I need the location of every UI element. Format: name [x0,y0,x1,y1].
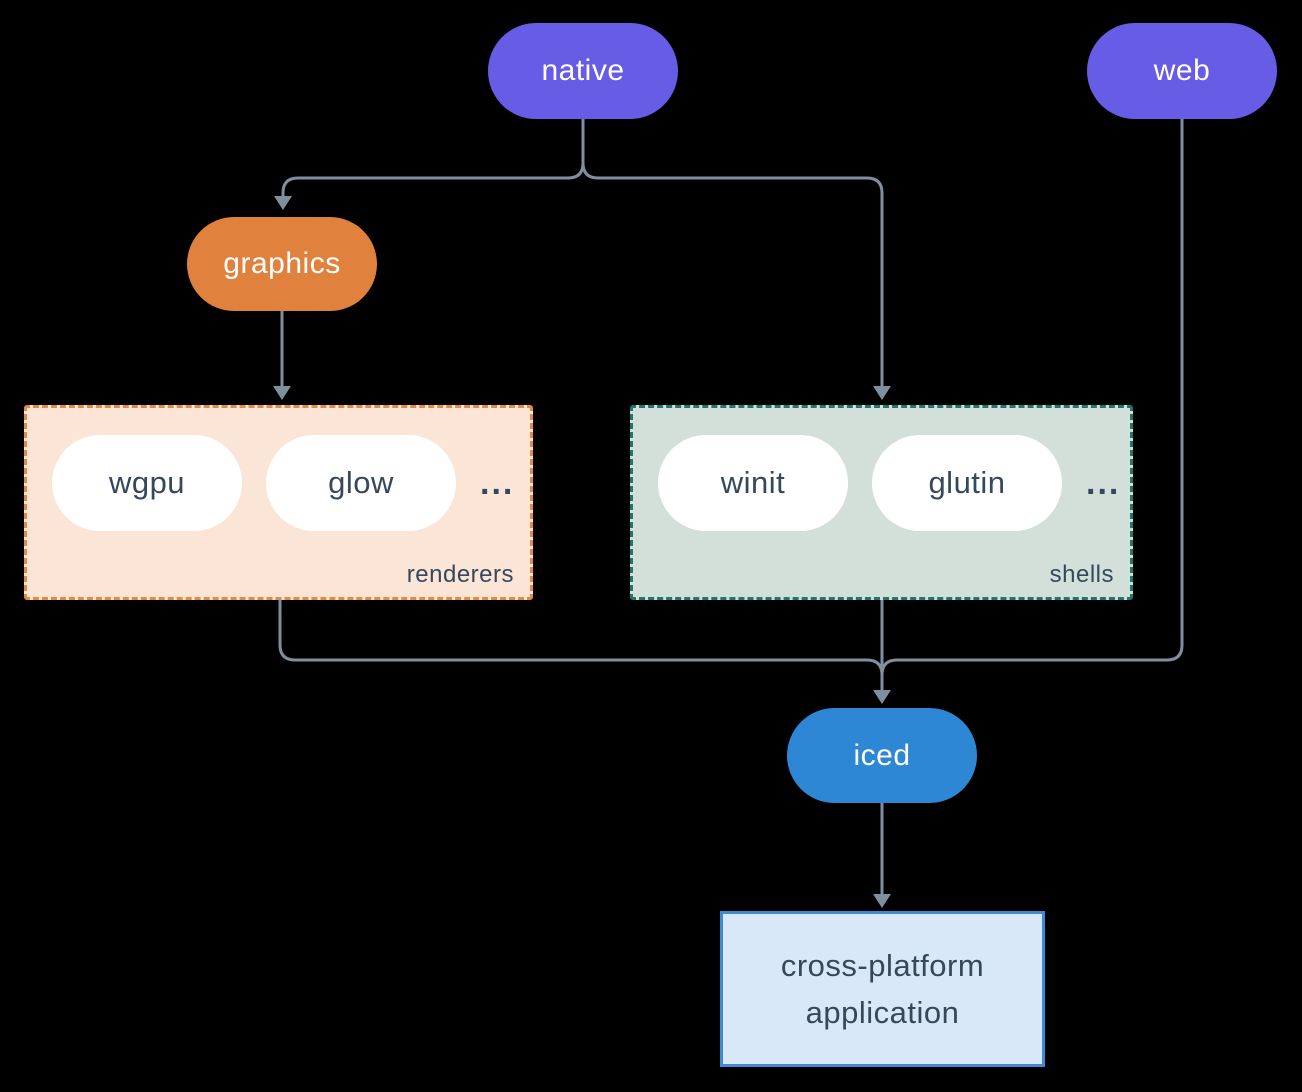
shells-ellipsis: ... [1086,463,1121,502]
node-glutin: glutin [872,435,1062,531]
node-glow: glow [266,435,456,531]
arrowhead-shells [873,386,891,400]
node-native: native [488,23,678,119]
shells-group-label: shells [1049,561,1114,588]
edge-renderers-to-iced [278,600,884,676]
arrowhead-graphics [274,196,292,210]
group-renderers: wgpu glow ... renderers [24,405,533,600]
node-native-label: native [541,54,625,87]
edge-native-to-graphics [281,119,585,196]
edge-native-to-shells [581,119,884,386]
node-cross-platform-application-label: cross-platform application [780,948,985,1030]
node-wgpu-label: wgpu [108,465,186,500]
node-web-label: web [1153,54,1211,87]
node-graphics: graphics [187,217,377,311]
node-winit: winit [658,435,848,531]
renderers-group-label: renderers [406,561,514,588]
node-wgpu: wgpu [52,435,242,531]
node-glow-label: glow [328,465,394,500]
node-glutin-label: glutin [928,465,1006,500]
group-shells: winit glutin ... shells [630,405,1133,600]
node-iced-label: iced [853,738,911,772]
renderers-ellipsis: ... [480,463,515,502]
arrowhead-application [873,894,891,908]
node-cross-platform-application: cross-platform application [720,911,1045,1067]
node-iced: iced [787,708,977,803]
arrowhead-iced [873,690,891,704]
node-web: web [1087,23,1277,119]
node-winit-label: winit [720,465,786,500]
node-graphics-label: graphics [223,247,341,280]
arrowhead-renderers [273,386,291,400]
